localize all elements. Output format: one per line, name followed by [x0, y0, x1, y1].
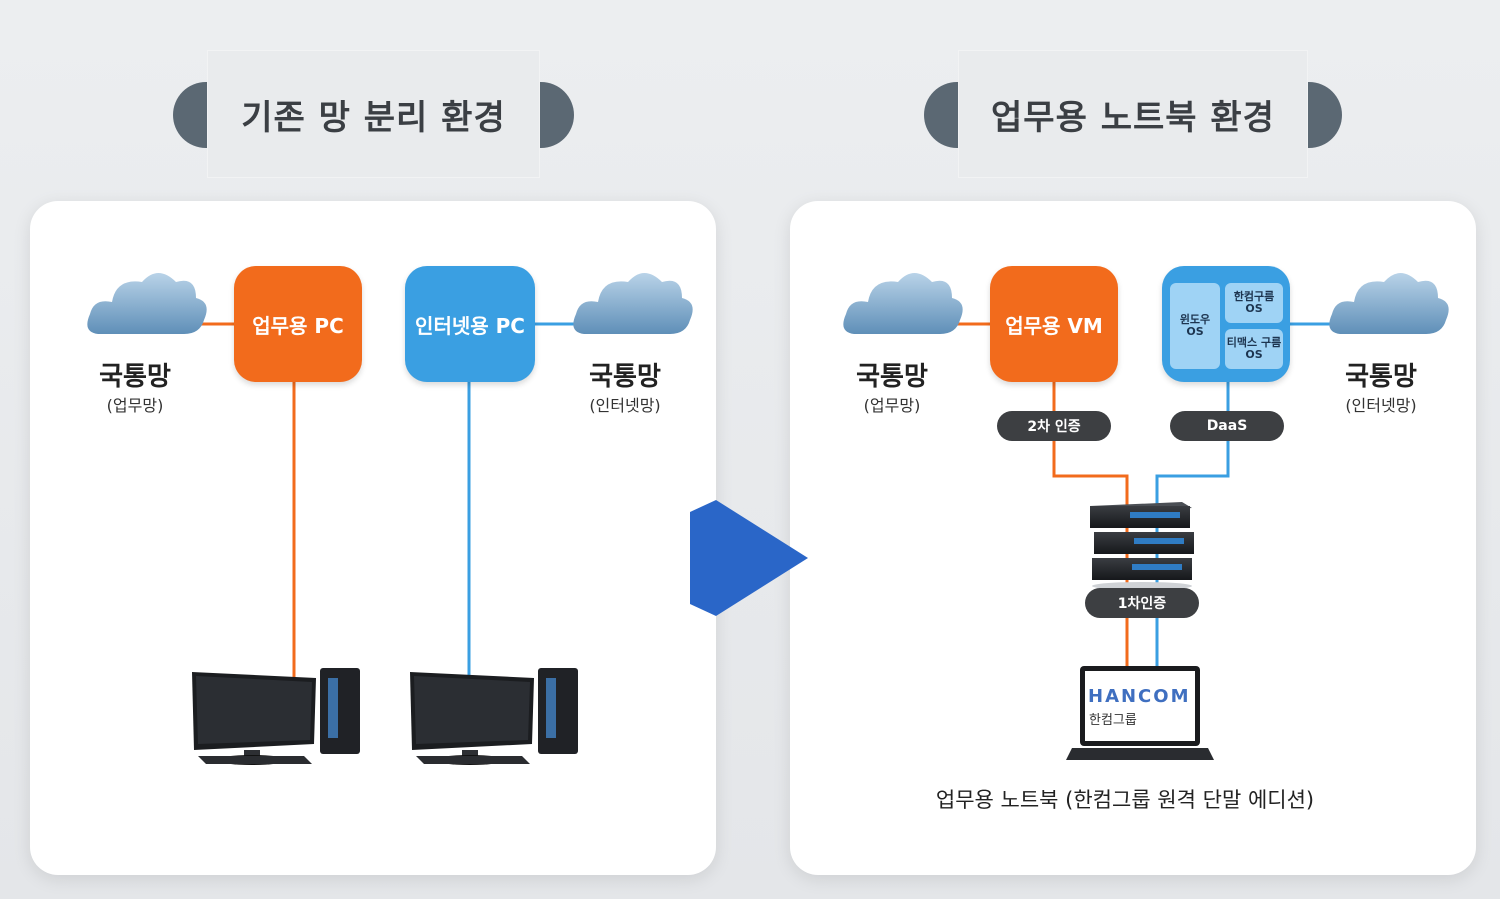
auth1-pill: 1차인증: [1085, 588, 1199, 618]
left-net-left-name: 국통망: [99, 362, 171, 392]
cloud-icon: [1329, 273, 1449, 334]
right-net-right-name: 국통망: [1345, 362, 1417, 392]
work-vm-box: 업무용 VM: [990, 266, 1118, 382]
laptop-logo-sub: 한컴그룹: [1089, 713, 1137, 728]
right-net-left-name: 국통망: [856, 362, 928, 392]
work-pc-box: 업무용 PC: [234, 266, 362, 382]
windows-os-box: 윈도우 OS: [1170, 283, 1220, 369]
desktop-computer-icon: [192, 668, 360, 765]
auth2-pill: 2차 인증: [997, 411, 1111, 441]
laptop-logo: HANCOM: [1088, 686, 1191, 707]
left-title: 기존 망 분리 환경: [207, 50, 540, 178]
hancom-os-box: 한컴구름 OS: [1225, 283, 1283, 323]
arrow-right-icon: [690, 500, 808, 616]
left-net-right-sub: (인터넷망): [589, 396, 661, 415]
left-net-left-sub: (업무망): [106, 396, 164, 415]
tmax-os-box: 티맥스 구름 OS: [1225, 329, 1283, 369]
desktop-computer-icon: [410, 668, 578, 765]
right-net-left-sub: (업무망): [863, 396, 921, 415]
laptop-icon: [1066, 666, 1214, 760]
left-net-right-name: 국통망: [589, 362, 661, 392]
server-rack-icon: [1090, 502, 1194, 590]
cloud-icon: [87, 273, 207, 334]
right-title: 업무용 노트북 환경: [958, 50, 1308, 178]
right-net-right-sub: (인터넷망): [1345, 396, 1417, 415]
cloud-icon: [843, 273, 963, 334]
laptop-caption: 업무용 노트북 (한컴그룹 원격 단말 에디션): [935, 788, 1315, 812]
cloud-icon: [573, 273, 693, 334]
internet-pc-box: 인터넷용 PC: [405, 266, 535, 382]
daas-pill: DaaS: [1170, 411, 1284, 441]
